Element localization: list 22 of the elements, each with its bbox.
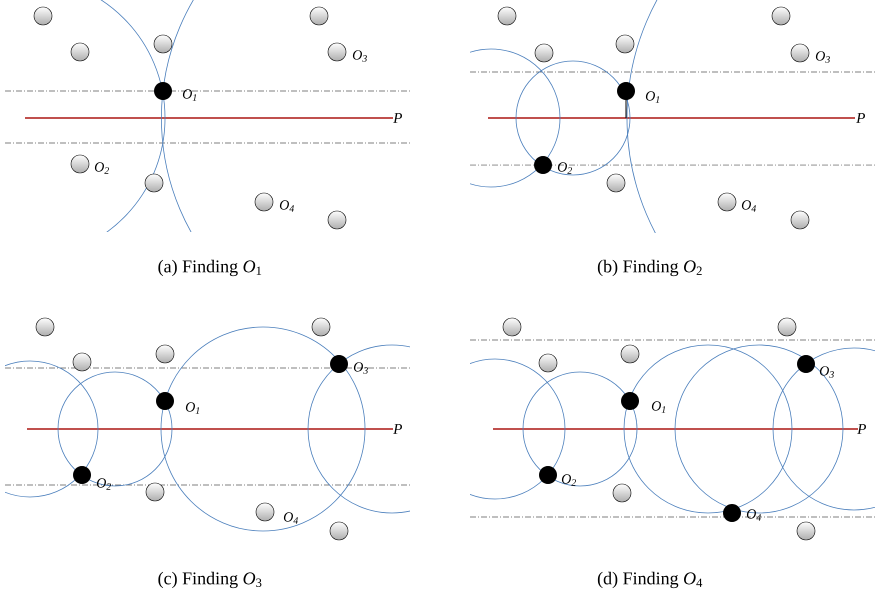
line-label: P: [393, 113, 402, 123]
point-label: O$_{2}$: [94, 162, 109, 174]
point-label: O$_{3}$: [352, 50, 367, 62]
figure-caption: (b) Finding O$_{2}$: [598, 260, 702, 276]
point-label: O$_{3}$: [816, 51, 830, 63]
line-label: P: [393, 424, 402, 434]
point-label: O$_{1}$: [186, 402, 200, 414]
point-label: O$_{1}$: [652, 401, 666, 413]
figure-caption: (d) Finding O$_{4}$: [598, 572, 702, 588]
figure-caption: (c) Finding O$_{3}$: [158, 572, 262, 588]
line-label: P: [856, 113, 865, 123]
point-label: O$_{1}$: [182, 89, 196, 101]
point-label: O$_{4}$: [280, 200, 294, 212]
point-label: O$_{2}$: [562, 474, 576, 486]
point-label: O$_{4}$: [742, 200, 756, 212]
point-label: O$_{2}$: [558, 162, 572, 174]
point-label: O$_{4}$: [284, 512, 298, 524]
point-label: O$_{3}$: [354, 362, 368, 374]
point-label: O$_{1}$: [646, 91, 660, 103]
point-label: O$_{3}$: [820, 366, 834, 378]
figure-caption: (a) Finding O$_{1}$: [158, 260, 262, 276]
line-label: P: [857, 424, 866, 434]
